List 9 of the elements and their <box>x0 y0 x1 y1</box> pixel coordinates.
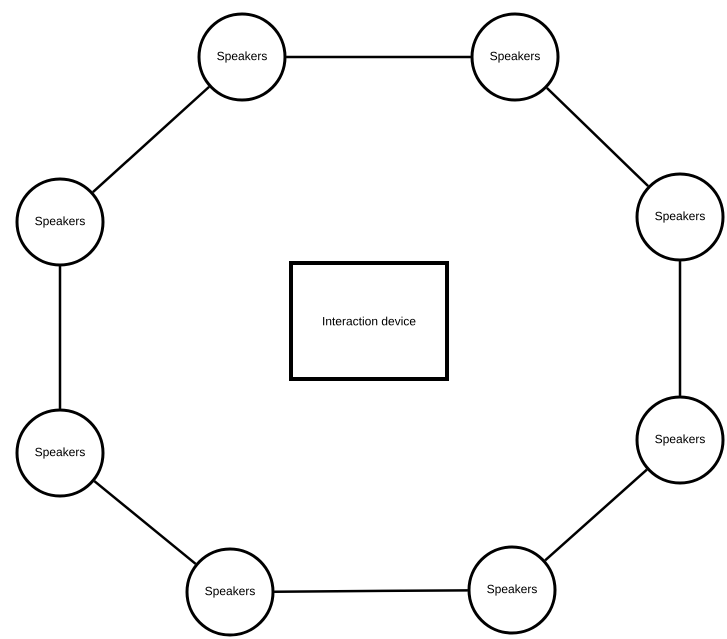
connector-line <box>94 480 196 565</box>
connector-line <box>92 86 210 194</box>
connector-line <box>274 589 468 593</box>
device-box: Interaction device <box>289 261 449 381</box>
connector-line <box>678 262 682 396</box>
connector-line <box>286 56 470 58</box>
connector-line <box>544 468 648 562</box>
connector-line <box>58 266 62 408</box>
connector-line <box>546 87 649 187</box>
